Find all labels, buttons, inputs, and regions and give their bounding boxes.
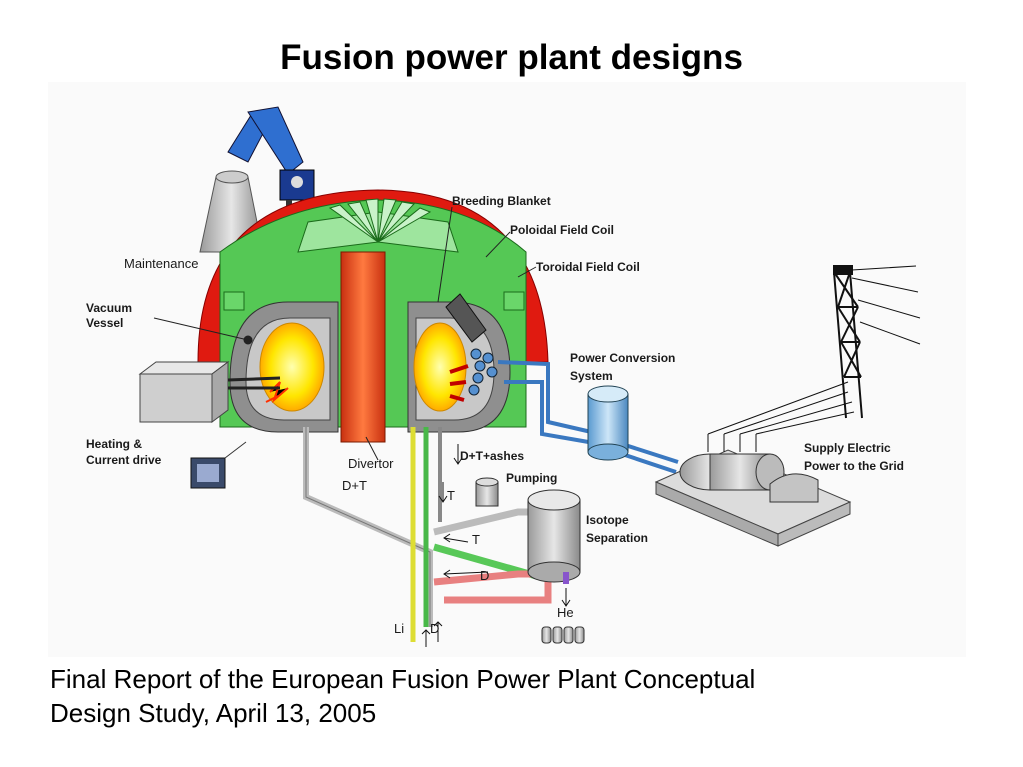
label-toroidal-field-coil: Toroidal Field Coil: [536, 260, 640, 274]
label-power-conversion: Power Conversion: [570, 351, 675, 365]
helium-bottles: [541, 626, 585, 644]
pumping-unit: [475, 477, 499, 507]
label-breeding-blanket: Breeding Blanket: [452, 194, 551, 208]
label-li: Li: [394, 621, 404, 636]
label-supply-electric: Supply Electric: [804, 441, 891, 455]
slide-title: Fusion power plant designs: [280, 38, 743, 77]
label-maintenance: Maintenance: [124, 256, 198, 271]
heat-exchanger-coil: [468, 348, 498, 396]
power-conversion-pipes: [497, 360, 679, 474]
label-d-t-ashes: D+T+ashes: [460, 449, 524, 463]
fusion-plant-diagram: Breeding Blanket Poloidal Field Coil Tor…: [48, 82, 966, 657]
grid-tower: [707, 265, 921, 452]
leader-lines: [153, 206, 537, 461]
label-system: System: [570, 369, 613, 383]
caption-line-2: Design Study, April 13, 2005: [50, 698, 377, 728]
label-vessel: Vessel: [86, 316, 123, 330]
label-heating: Heating &: [86, 437, 142, 451]
label-divertor: Divertor: [348, 456, 394, 471]
label-t-down: T: [447, 488, 455, 503]
label-current-drive: Current drive: [86, 453, 162, 467]
isotope-separation-tank: [527, 489, 581, 584]
current-drive-unit: [190, 441, 247, 489]
central-solenoid: [340, 251, 386, 443]
blanket-panel: [445, 293, 487, 343]
divertor-pipes: [303, 427, 442, 642]
label-poloidal-field-coil: Poloidal Field Coil: [510, 223, 614, 237]
label-he: He: [557, 605, 574, 620]
label-d-t: D+T: [342, 478, 367, 493]
label-vacuum: Vacuum: [86, 301, 132, 315]
flow-arrows: [421, 444, 571, 647]
label-isotope: Isotope: [586, 513, 629, 527]
plasma-left: [259, 322, 325, 412]
turbine-generator: [654, 449, 852, 547]
label-separation: Separation: [586, 531, 648, 545]
heating-box: [138, 361, 281, 423]
label-pumping: Pumping: [506, 471, 557, 485]
label-d-bottom: D: [430, 621, 439, 636]
label-d-arrow: D: [480, 568, 489, 583]
red-injectors: [449, 364, 469, 402]
label-t-arrow: T: [472, 532, 480, 547]
caption: Final Report of the European Fusion Powe…: [50, 662, 950, 730]
power-conversion-tank: [587, 385, 629, 461]
caption-line-1: Final Report of the European Fusion Powe…: [50, 664, 756, 694]
label-power-to-grid: Power to the Grid: [804, 459, 904, 473]
